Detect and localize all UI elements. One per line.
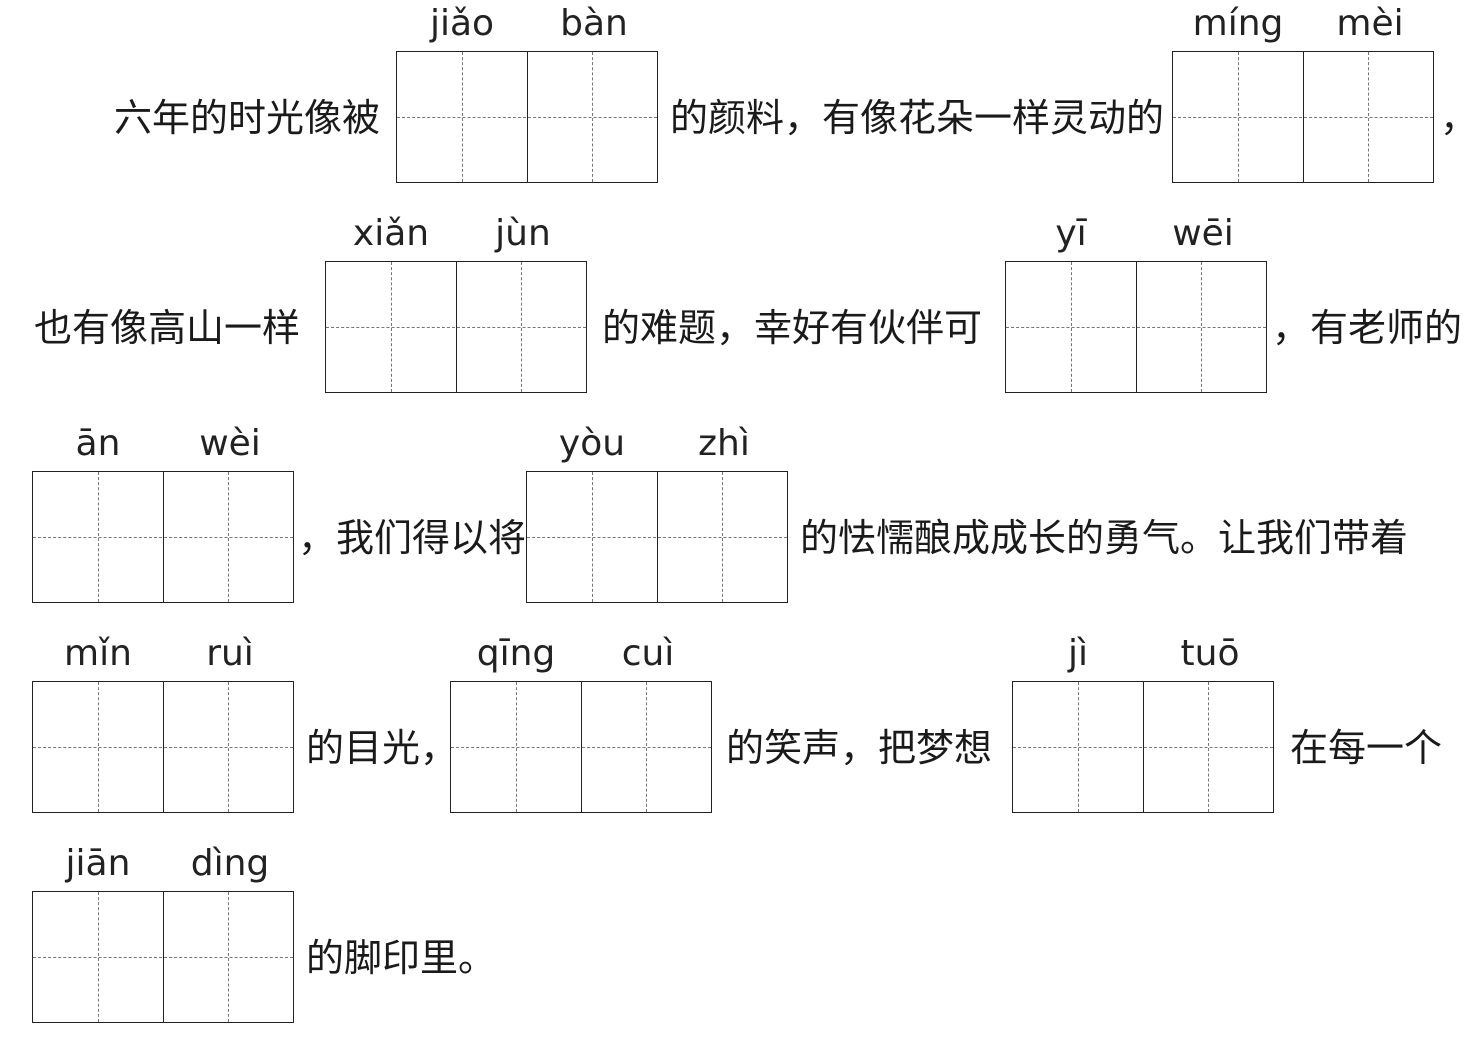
answer-grid-qingcui[interactable]	[450, 681, 712, 813]
pinyin-label: cuì	[621, 633, 675, 674]
pinyin-label: ān	[75, 423, 121, 464]
answer-grid-minrui[interactable]	[32, 681, 294, 813]
pinyin-label: zhì	[698, 423, 750, 464]
pinyin-label: jùn	[495, 213, 551, 254]
text-segment: ，我们得以将	[298, 516, 527, 560]
text-segment: ，有老师的	[1272, 306, 1463, 350]
text-segment: 也有像高山一样	[34, 306, 301, 350]
pinyin-label: wēi	[1172, 213, 1234, 254]
pinyin-label: míng	[1192, 3, 1284, 44]
pinyin-label: yòu	[558, 423, 626, 464]
pinyin-label: xiǎn	[352, 213, 430, 254]
text-segment: 的笑声，把梦想	[726, 726, 993, 770]
pinyin-label: bàn	[560, 3, 628, 44]
pinyin-label: tuō	[1180, 633, 1240, 674]
answer-grid-youzhi[interactable]	[526, 471, 788, 603]
pinyin-label: jì	[1067, 633, 1088, 674]
text-segment: 的脚印里。	[306, 936, 497, 980]
text-segment: ，	[1440, 99, 1472, 137]
answer-grid-yiwei[interactable]	[1005, 261, 1267, 393]
text-segment: 在每一个	[1290, 726, 1443, 770]
text-segment: 的目光，	[306, 726, 459, 770]
answer-grid-xianjun[interactable]	[325, 261, 587, 393]
text-segment: 的颜料，有像花朵一样灵动的	[670, 96, 1165, 140]
text-segment: 六年的时光像被	[114, 96, 381, 140]
pinyin-label: jiǎo	[429, 3, 495, 44]
text-segment: 的难题，幸好有伙伴可	[602, 306, 983, 350]
pinyin-label: mǐn	[64, 633, 132, 674]
pinyin-label: qīng	[476, 633, 556, 674]
answer-grid-mingmei[interactable]	[1172, 51, 1434, 183]
answer-grid-jituo[interactable]	[1012, 681, 1274, 813]
text-segment: 的怯懦酿成成长的勇气。让我们带着	[800, 516, 1409, 560]
pinyin-label: wèi	[199, 423, 261, 464]
answer-grid-jianding[interactable]	[32, 891, 294, 1023]
pinyin-label: yī	[1055, 213, 1087, 254]
answer-grid-anwei[interactable]	[32, 471, 294, 603]
pinyin-label: ruì	[206, 633, 254, 674]
pinyin-label: dìng	[190, 843, 270, 884]
pinyin-label: jiān	[65, 843, 131, 884]
pinyin-label: mèi	[1336, 3, 1404, 44]
answer-grid-jiaoban[interactable]	[396, 51, 658, 183]
